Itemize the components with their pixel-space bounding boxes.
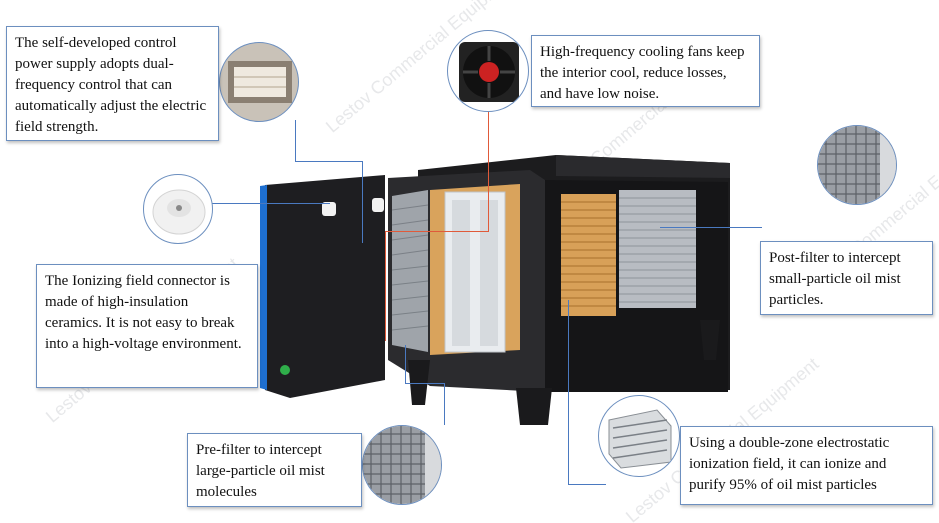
ceramic-connector-photo [143,174,213,244]
connector-line [660,227,762,228]
callout-ionization-text: Using a double-zone electrostatic ioniza… [689,435,890,493]
callout-power-supply-text: The self-developed control power supply … [15,35,207,135]
connector-line [210,203,330,204]
connector-line [405,383,445,384]
connector-line [362,161,363,243]
callout-connector: The Ionizing field connector is made of … [36,264,258,388]
connector-line [385,231,386,341]
callout-pre-filter: Pre-filter to intercept large-particle o… [187,433,362,507]
connector-line [444,383,445,425]
post-filter-mesh-photo [817,125,897,205]
callout-cooling-fans-text: High-frequency cooling fans keep the int… [540,44,745,102]
pre-filter-mesh-photo [362,425,442,505]
callout-power-supply: The self-developed control power supply … [6,26,219,141]
control-board-photo [219,42,299,122]
callout-post-filter: Post-filter to intercept small-particle … [760,241,933,315]
connector-line [385,231,489,232]
callout-post-filter-text: Post-filter to intercept small-particle … [769,250,901,308]
connector-line [488,108,489,232]
connector-line [295,120,296,162]
connector-line [295,161,363,162]
callout-cooling-fans: High-frequency cooling fans keep the int… [531,35,760,107]
connector-line [568,484,606,485]
callout-ionization: Using a double-zone electrostatic ioniza… [680,426,933,505]
callout-pre-filter-text: Pre-filter to intercept large-particle o… [196,442,325,500]
callout-connector-text: The Ionizing field connector is made of … [45,273,242,352]
ionization-module-photo [598,395,680,477]
connector-line [405,345,406,383]
cooling-fan-photo [447,30,529,112]
connector-line [568,300,569,484]
